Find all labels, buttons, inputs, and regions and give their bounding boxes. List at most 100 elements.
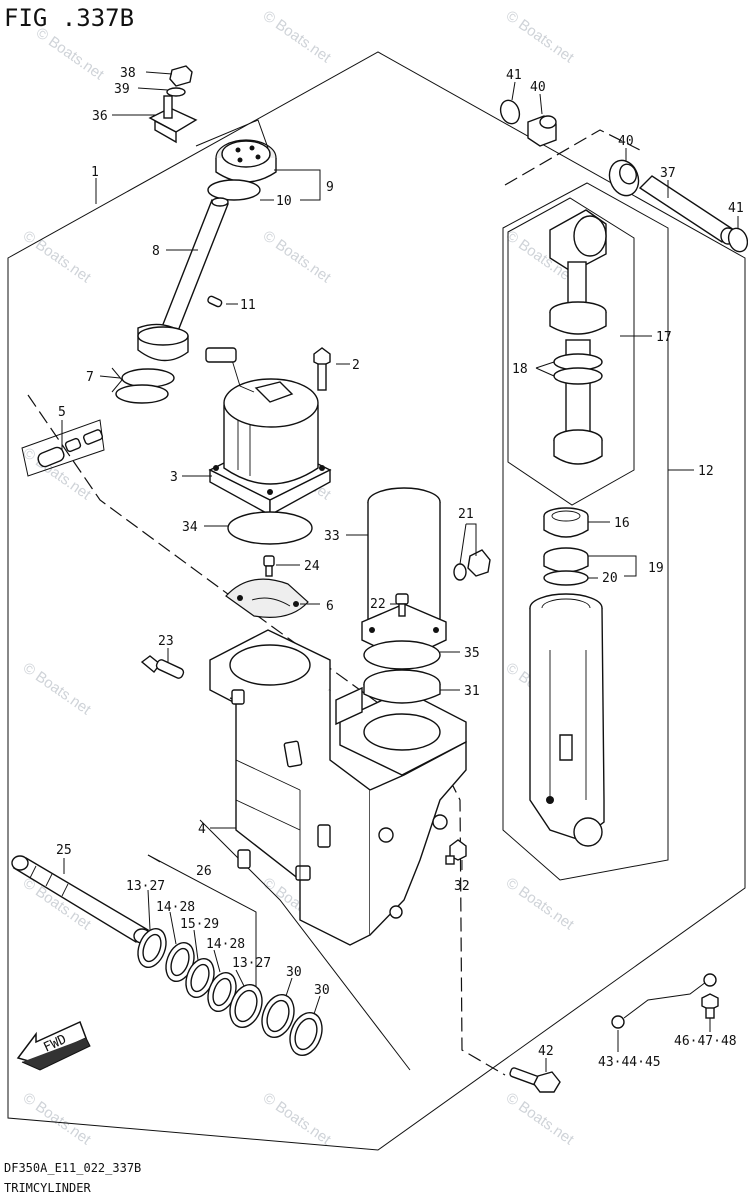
- watermark: © Boats.net: [33, 24, 108, 83]
- callout-23: 23: [158, 634, 174, 649]
- part-23-fitting: [140, 655, 185, 679]
- callout-1: 1: [91, 165, 99, 180]
- callout-35: 35: [464, 646, 480, 661]
- callout-7: 7: [86, 370, 94, 385]
- part-4-housing: [209, 629, 467, 946]
- part-43-ground-cable: [611, 973, 717, 1029]
- callout-36: 36: [92, 109, 108, 124]
- callout-21: 21: [458, 507, 474, 522]
- watermark: © Boats.net: [260, 1089, 335, 1148]
- part-5-valve: [21, 419, 105, 477]
- assembly-dashed-line: [504, 129, 641, 186]
- callout-17: 17: [656, 330, 672, 345]
- watermark: © Boats.net: [503, 7, 578, 66]
- callout-25: 25: [56, 843, 72, 858]
- part-18-o-rings: [553, 353, 603, 385]
- guide-line: [195, 119, 269, 149]
- part-7-o-rings: [111, 367, 175, 404]
- callout-8: 8: [152, 244, 160, 259]
- callout-43-44-45: 43·44·45: [598, 1055, 661, 1070]
- part-46-bolt: [701, 993, 719, 1019]
- callout-6: 6: [326, 599, 334, 614]
- callout-42: 42: [538, 1044, 554, 1059]
- part-39-washer: [166, 87, 186, 97]
- figure-title: FIG .337B: [4, 4, 134, 32]
- part-32-bolt: [445, 839, 467, 865]
- part-41-snap-ring: [727, 227, 748, 253]
- callout-4: 4: [198, 822, 206, 837]
- diagram-code: DF350A_E11_022_337B: [4, 1161, 141, 1175]
- watermark: © Boats.net: [20, 659, 95, 718]
- callout-38: 38: [120, 66, 136, 81]
- callout-labels: 38 39 36 1 9 10 8 11 7 2 5 3 34 24 6 23 …: [56, 66, 744, 1070]
- callout-5: 5: [58, 405, 66, 420]
- part-3-trim-motor: [205, 347, 332, 517]
- callout-2: 2: [352, 358, 360, 373]
- callout-24: 24: [304, 559, 320, 574]
- part-36-bracket: [148, 95, 198, 144]
- part-10-o-ring: [207, 179, 261, 201]
- part-24-screw: [263, 555, 275, 577]
- assembly-frame: [7, 51, 746, 1151]
- part-42-bolt: [509, 1067, 561, 1093]
- part-40-bushing: [608, 159, 640, 197]
- callout-18: 18: [512, 362, 528, 377]
- guide-line: [147, 854, 257, 990]
- shim-washers: [137, 927, 323, 1057]
- callout-34: 34: [182, 520, 198, 535]
- part-33-reservoir: [361, 487, 447, 661]
- fwd-guide-line: [199, 819, 411, 1071]
- part-20-o-ring: [543, 570, 589, 586]
- callout-11: 11: [240, 298, 256, 313]
- callout-15-29: 15·29: [180, 917, 219, 932]
- part-2-bolt: [313, 347, 331, 391]
- callout-40-a: 40: [530, 80, 546, 95]
- callout-41-a: 41: [506, 68, 522, 83]
- callout-32: 32: [454, 879, 470, 894]
- part-6-plate: [225, 578, 309, 618]
- watermark: © Boats.net: [20, 1089, 95, 1148]
- callout-39: 39: [114, 82, 130, 97]
- part-11-pin: [207, 295, 223, 308]
- cylinder-frame: [502, 182, 669, 881]
- callout-40-b: 40: [618, 134, 634, 149]
- callout-14-28-b: 14·28: [206, 937, 245, 952]
- part-21-plug: [453, 549, 491, 581]
- part-41-snap-ring: [499, 99, 521, 125]
- callout-20: 20: [602, 571, 618, 586]
- watermark: © Boats.net: [503, 874, 578, 933]
- part-40-bushing: [527, 115, 557, 147]
- diagram-subtitle: TRIMCYLINDER: [4, 1181, 91, 1195]
- part-8-tube: [137, 197, 229, 362]
- callout-9: 9: [326, 180, 334, 195]
- callout-13-27-b: 13·27: [232, 956, 271, 971]
- callout-10: 10: [276, 194, 292, 209]
- callout-16: 16: [614, 516, 630, 531]
- part-31-ring: [363, 669, 441, 704]
- callout-3: 3: [170, 470, 178, 485]
- watermark: © Boats.net: [260, 7, 335, 66]
- callout-22: 22: [370, 597, 386, 612]
- watermark: © Boats.net: [260, 227, 335, 286]
- callout-41-b: 41: [728, 201, 744, 216]
- part-17-piston-rod: [549, 209, 607, 465]
- callout-46-47-48: 46·47·48: [674, 1034, 737, 1049]
- callout-13-27-a: 13·27: [126, 879, 165, 894]
- callout-30-b: 30: [314, 983, 330, 998]
- watermark: © Boats.net: [503, 1089, 578, 1148]
- watermark: © Boats.net: [20, 227, 95, 286]
- part-35-o-ring: [363, 640, 441, 670]
- callout-31: 31: [464, 684, 480, 699]
- callout-37: 37: [660, 166, 676, 181]
- part-16-seal: [543, 507, 589, 538]
- callout-26: 26: [196, 864, 212, 879]
- callout-14-28-a: 14·28: [156, 900, 195, 915]
- leader-lines: [61, 71, 739, 1072]
- forward-arrow-icon: FWD: [16, 1020, 91, 1071]
- part-37-pin: [638, 175, 736, 245]
- part-34-o-ring: [227, 511, 313, 545]
- part-38-nut: [169, 65, 193, 87]
- part-19-ring: [543, 547, 589, 573]
- callout-33: 33: [324, 529, 340, 544]
